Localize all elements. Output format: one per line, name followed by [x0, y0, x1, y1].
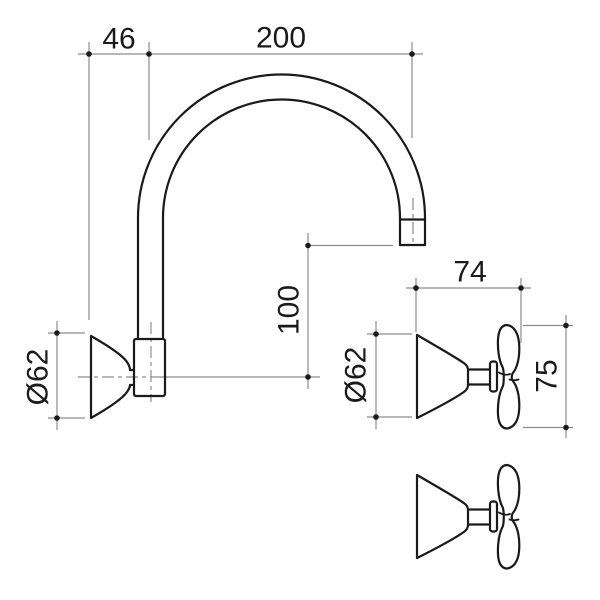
dim-dot — [409, 51, 415, 57]
handle-side-view — [415, 323, 521, 430]
handle-stem — [466, 368, 492, 386]
handle-flange-cone — [415, 473, 470, 560]
dim-label-handle-height: 75 — [531, 359, 564, 392]
handle-cross-detail — [498, 511, 520, 522]
dim-label-flange-diameter-handle: Ø62 — [340, 347, 373, 404]
dim-label-flange-diameter-main: Ø62 — [22, 349, 55, 406]
handle-hub-plate — [488, 500, 499, 533]
dim-dot — [305, 242, 311, 249]
centerlines — [78, 198, 414, 402]
handle-hub-plate — [488, 360, 499, 393]
spout-side-view — [89, 73, 427, 420]
dim-dot — [146, 51, 152, 57]
handle-cross-detail — [498, 371, 520, 382]
handle-plain-view — [415, 463, 521, 570]
dim-label-handle-depth: 74 — [453, 256, 486, 289]
dim-dot — [373, 331, 379, 337]
spout-tube-outer — [136, 73, 427, 341]
handle-cross-outline — [496, 323, 521, 430]
dim-dot — [305, 374, 311, 380]
dim-label-wall-offset: 46 — [102, 23, 135, 56]
handle-cross-outline — [496, 463, 521, 570]
spout-tube-inner — [161, 98, 402, 341]
dim-label-outlet-height: 100 — [273, 285, 306, 335]
dim-dot — [563, 424, 569, 431]
wall-flange-cone — [89, 334, 136, 420]
dim-dot — [54, 415, 60, 421]
dimension-labels: 46 200 100 Ø62 74 Ø62 75 — [22, 22, 564, 406]
dim-dot — [563, 322, 569, 329]
dim-dot — [54, 330, 60, 336]
dim-dot — [413, 285, 419, 291]
dimension-dots — [54, 51, 569, 431]
dim-label-reach: 200 — [256, 22, 306, 55]
dim-dot — [373, 414, 379, 420]
handle-stem — [466, 508, 492, 526]
dim-dot — [518, 285, 524, 291]
mounting-body — [132, 337, 167, 398]
dimension-lines — [48, 42, 573, 438]
dim-dot — [86, 51, 92, 57]
handle-flange-cone — [415, 333, 470, 420]
